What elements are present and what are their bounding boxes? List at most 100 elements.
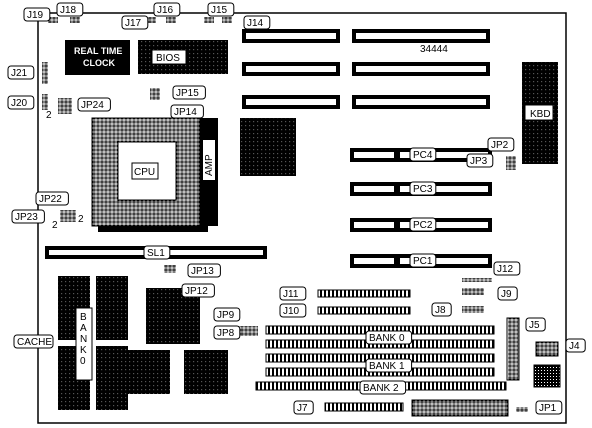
svg-text:2: 2 (46, 110, 52, 121)
callout-label-jp22: JP22 (39, 194, 62, 205)
callout-box-j10 (279, 303, 307, 318)
j4-connector (535, 341, 559, 357)
jp22-jumper (60, 210, 76, 222)
callout-label-j17: J17 (125, 18, 142, 29)
j5-header (506, 317, 520, 381)
callout-box-j20 (7, 95, 35, 110)
callout-label-j19: J19 (27, 10, 44, 21)
callout-label-j10: J10 (283, 306, 300, 317)
callout-label-cache: CACHE (17, 337, 52, 348)
callout-box-j17 (121, 15, 149, 30)
callout-label-pc2: PC2 (413, 220, 433, 231)
callout-box-jp8 (213, 325, 241, 340)
callout-box-j7 (293, 400, 314, 415)
callout-label-pc4: PC4 (413, 150, 433, 161)
chipset-chip-3 (126, 350, 170, 394)
callout-box-pc3 (409, 181, 437, 196)
callout-box-jp12 (181, 283, 215, 298)
callout-box-j5 (525, 317, 546, 332)
jp15-jumper (150, 88, 160, 100)
callout-box-sl1 (143, 245, 171, 260)
svg-text:2: 2 (78, 214, 84, 225)
callout-box-jp13 (187, 263, 221, 278)
callout-label-jp15: JP15 (176, 88, 199, 99)
callout-box-cache (13, 334, 54, 349)
callout-label-jp12: JP12 (185, 286, 208, 297)
callout-box-jp2 (487, 137, 515, 152)
callout-label-j15: J15 (211, 5, 228, 16)
expansion-slots-top (242, 29, 490, 109)
callout-label-jp13: JP13 (191, 266, 214, 277)
bios-label: BIOS (156, 53, 180, 64)
callout-box-jp14 (170, 104, 204, 119)
j21-header (42, 62, 48, 84)
callout-box-bank1 (365, 358, 413, 373)
chipset-chip-4 (184, 350, 228, 394)
callout-label-sl1: SL1 (147, 248, 165, 259)
callout-label-j14: J14 (247, 18, 264, 29)
callout-box-jp1 (535, 400, 563, 415)
callout-box-j4 (565, 338, 586, 353)
callout-box-j16 (153, 2, 181, 17)
j20-header (42, 94, 48, 110)
callout-box-jp15 (172, 85, 206, 100)
j7-header (324, 402, 404, 412)
callout-box-jp23 (11, 209, 45, 224)
callout-box-j8 (431, 302, 452, 317)
callout-label-bank1: BANK 1 (369, 361, 405, 372)
callout-label-j12: J12 (497, 264, 514, 275)
svg-text:REAL TIME: REAL TIME (74, 46, 122, 56)
j11-header (317, 289, 411, 298)
callout-label-j20: J20 (11, 98, 28, 109)
callout-box-j19 (23, 7, 51, 22)
callout-label-bank2: BANK 2 (363, 383, 399, 394)
jp3-jumper (506, 156, 516, 170)
callout-box-jp24 (77, 97, 111, 112)
jp1-block (411, 399, 509, 417)
jp24-jumper (58, 98, 72, 114)
callout-label-pc1: PC1 (413, 256, 433, 267)
callout-box-jp9 (213, 307, 241, 322)
real-time-clock-chip (65, 40, 130, 75)
callout-box-jp3 (466, 153, 494, 168)
callout-box-j21 (7, 65, 35, 80)
part-number: 34444 (420, 44, 448, 55)
callout-label-j11: J11 (283, 289, 299, 300)
j10-header (317, 306, 411, 315)
j9-header (462, 288, 484, 295)
callout-box-pc2 (409, 217, 437, 232)
callout-box-jp22 (35, 191, 69, 206)
callout-label-jp1: JP1 (539, 403, 557, 414)
callout-box-j15 (207, 2, 235, 17)
callout-label-j9: J9 (501, 289, 512, 300)
callout-box-j18 (56, 2, 84, 17)
chipset-chip-1 (240, 118, 296, 176)
callout-label-j21: J21 (11, 68, 28, 79)
svg-text:B A N K 0: B A N K 0 (80, 312, 90, 367)
callout-label-jp2: JP2 (491, 140, 509, 151)
callout-label-pc3: PC3 (413, 184, 433, 195)
callout-box-j14 (243, 15, 271, 30)
jp13-jumper (164, 265, 176, 273)
callout-box-j11 (279, 286, 307, 301)
callout-label-j16: J16 (157, 5, 174, 16)
callout-box-j9 (497, 286, 518, 301)
callout-label-j8: J8 (435, 305, 446, 316)
callout-label-j5: J5 (529, 320, 540, 331)
j8-header (462, 306, 484, 313)
callout-label-jp23: JP23 (15, 212, 38, 223)
callout-box-pc1 (409, 253, 437, 268)
callout-box-j12 (493, 261, 521, 276)
jp1-jumper (516, 407, 528, 412)
callout-label-jp3: JP3 (470, 156, 488, 167)
callout-label-jp14: JP14 (174, 107, 197, 118)
svg-text:CLOCK: CLOCK (83, 58, 115, 68)
callout-label-j7: J7 (297, 403, 308, 414)
callout-label-jp9: JP9 (217, 310, 235, 321)
bank0-vertical-letter: B (80, 312, 87, 323)
cache-bank (58, 276, 128, 410)
callout-label-j18: J18 (60, 5, 77, 16)
callout-box-bank2 (359, 380, 407, 395)
